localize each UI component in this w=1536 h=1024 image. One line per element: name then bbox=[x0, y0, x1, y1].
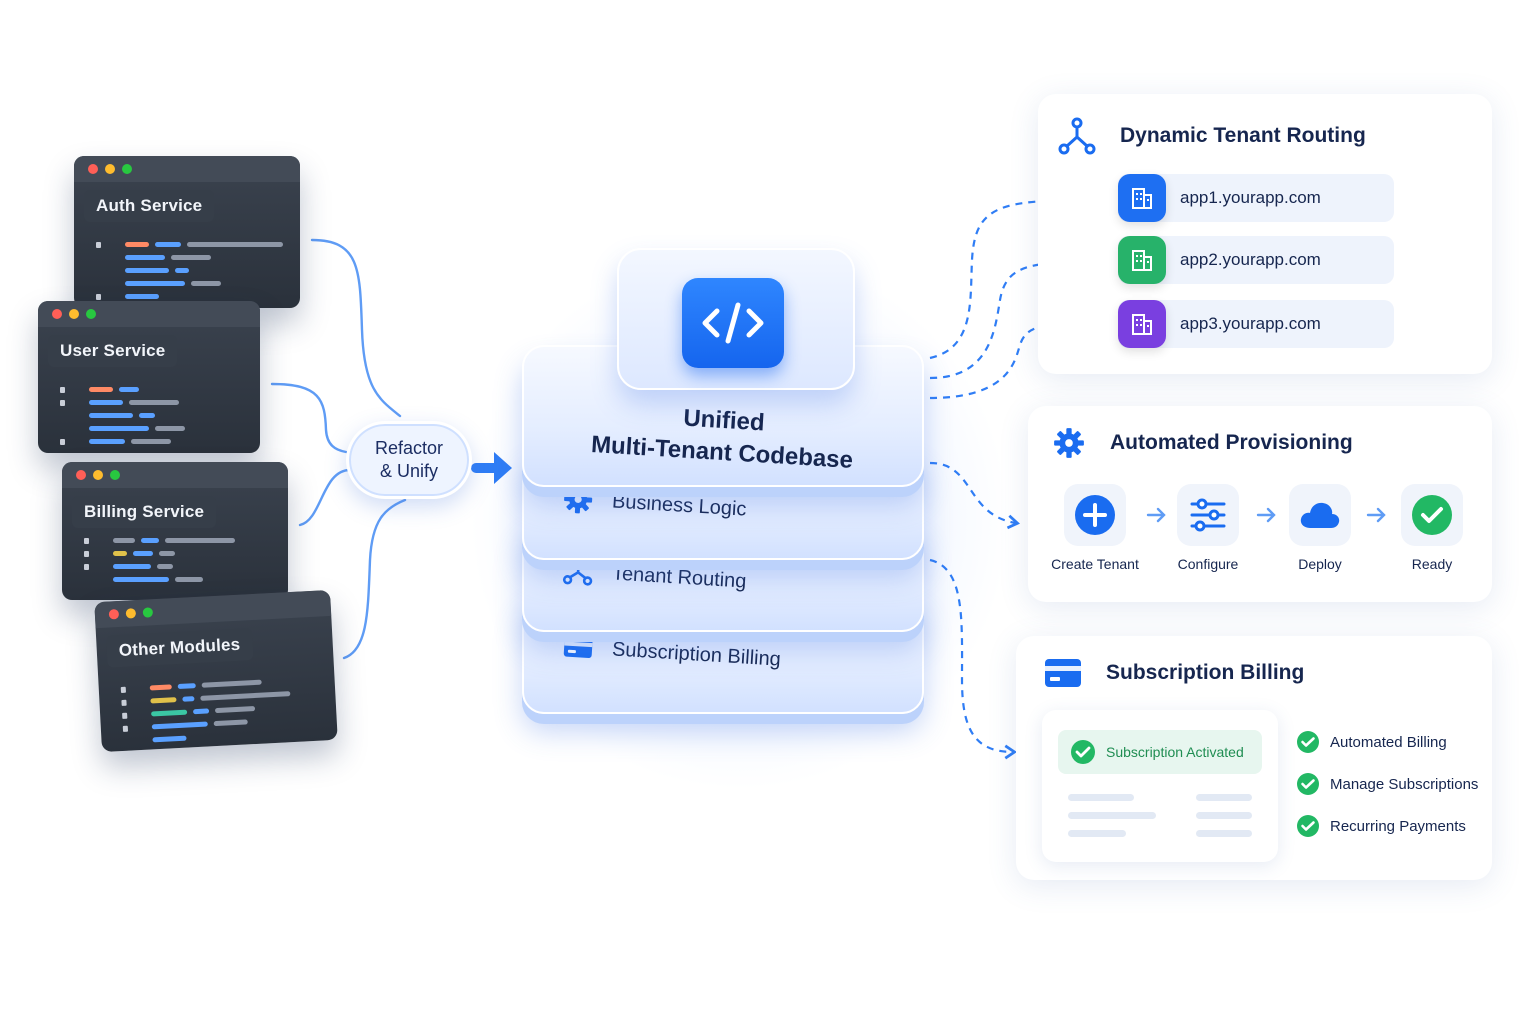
feature-label: Manage Subscriptions bbox=[1330, 775, 1479, 793]
code-lines bbox=[84, 534, 235, 586]
maximize-dot-icon bbox=[110, 470, 120, 480]
tenant-domain: app3.yourapp.com bbox=[1180, 314, 1321, 333]
service-title: Other Modules bbox=[106, 628, 254, 668]
status-text: Subscription Activated bbox=[1106, 744, 1244, 760]
layer-label: Business Logic bbox=[611, 489, 748, 521]
cloud-icon bbox=[1300, 502, 1340, 528]
code-badge bbox=[682, 278, 784, 368]
placeholder-line bbox=[1196, 794, 1252, 801]
window-titlebar bbox=[74, 156, 300, 182]
window-titlebar bbox=[62, 462, 288, 488]
refactor-line2: & Unify bbox=[379, 461, 439, 481]
feature-item: Recurring Payments bbox=[1296, 814, 1466, 838]
placeholder-line bbox=[1068, 830, 1126, 837]
arrow-right-icon bbox=[1146, 507, 1166, 523]
maximize-dot-icon bbox=[86, 309, 96, 319]
panel-header: Automated Provisioning bbox=[1052, 426, 1353, 460]
service-title: Auth Service bbox=[84, 190, 215, 222]
core-title: Unified Multi-Tenant Codebase bbox=[522, 393, 923, 481]
panel-tenant-routing: Dynamic Tenant Routing app1.yourapp.com … bbox=[1038, 94, 1492, 374]
gear-icon bbox=[1054, 428, 1084, 458]
refactor-line1: Refactor bbox=[374, 438, 444, 458]
minimize-dot-icon bbox=[105, 164, 115, 174]
close-dot-icon bbox=[88, 164, 98, 174]
close-dot-icon bbox=[52, 309, 62, 319]
layer-label: Tenant Routing bbox=[611, 561, 748, 593]
network-icon bbox=[1058, 117, 1096, 155]
service-window-user: User Service bbox=[38, 301, 260, 453]
panel-title: Subscription Billing bbox=[1106, 661, 1305, 684]
feature-item: Manage Subscriptions bbox=[1296, 772, 1478, 796]
step-deploy: Deploy bbox=[1275, 484, 1365, 572]
maximize-dot-icon bbox=[122, 164, 132, 174]
service-window-other: Other Modules bbox=[94, 589, 338, 753]
placeholder-line bbox=[1196, 830, 1252, 837]
gear-icon bbox=[564, 485, 593, 514]
placeholder-line bbox=[1068, 812, 1156, 819]
status-badge: Subscription Activated bbox=[1058, 730, 1262, 774]
step-label: Create Tenant bbox=[1051, 556, 1139, 572]
step-label: Configure bbox=[1177, 556, 1239, 572]
panel-title: Dynamic Tenant Routing bbox=[1120, 124, 1366, 147]
step-ready: Ready bbox=[1387, 484, 1477, 572]
building-icon bbox=[1118, 174, 1166, 222]
credit-card-icon bbox=[1045, 659, 1081, 687]
tenant-route-item: app1.yourapp.com bbox=[1118, 174, 1394, 222]
service-title: User Service bbox=[48, 335, 178, 367]
check-icon bbox=[1297, 815, 1319, 837]
service-window-billing: Billing Service bbox=[62, 462, 288, 600]
refactor-unify-node: Refactor & Unify bbox=[346, 421, 472, 499]
code-lines bbox=[96, 238, 283, 303]
step-configure: Configure bbox=[1163, 484, 1253, 572]
step-label: Deploy bbox=[1298, 556, 1342, 572]
tenant-domain: app2.yourapp.com bbox=[1180, 250, 1321, 269]
tenant-domain: app1.yourapp.com bbox=[1180, 188, 1321, 207]
code-icon bbox=[702, 302, 764, 344]
placeholder-line bbox=[1068, 794, 1134, 801]
code-card bbox=[617, 248, 855, 390]
check-icon bbox=[1297, 773, 1319, 795]
feature-item: Automated Billing bbox=[1296, 730, 1447, 754]
check-icon bbox=[1071, 740, 1095, 764]
close-dot-icon bbox=[108, 609, 120, 620]
service-title: Billing Service bbox=[72, 496, 217, 528]
tenant-route-item: app3.yourapp.com bbox=[1118, 300, 1394, 348]
billing-card: Subscription Activated bbox=[1042, 710, 1278, 862]
layer-label: Subscription Billing bbox=[611, 637, 782, 671]
maximize-dot-icon bbox=[142, 607, 154, 618]
panel-provisioning: Automated Provisioning Create Tenant Con… bbox=[1028, 406, 1492, 602]
minimize-dot-icon bbox=[69, 309, 79, 319]
panel-subscription-billing: Subscription Billing Subscription Activa… bbox=[1016, 636, 1492, 880]
step-label: Ready bbox=[1411, 556, 1453, 572]
building-icon bbox=[1118, 300, 1166, 348]
feature-label: Recurring Payments bbox=[1330, 817, 1466, 835]
arrow-right-icon bbox=[1366, 507, 1386, 523]
minimize-dot-icon bbox=[125, 608, 137, 619]
tenant-route-item: app2.yourapp.com bbox=[1118, 236, 1394, 284]
building-icon bbox=[1118, 236, 1166, 284]
step-create-tenant: Create Tenant bbox=[1050, 484, 1140, 572]
credit-card-icon bbox=[563, 636, 593, 658]
plus-icon bbox=[1075, 495, 1115, 535]
arrow-right-icon bbox=[1256, 507, 1276, 523]
panel-title: Automated Provisioning bbox=[1110, 431, 1353, 454]
close-dot-icon bbox=[76, 470, 86, 480]
feature-label: Automated Billing bbox=[1330, 733, 1447, 751]
panel-header: Dynamic Tenant Routing bbox=[1058, 116, 1366, 156]
sliders-icon bbox=[1190, 498, 1226, 532]
service-window-auth: Auth Service bbox=[74, 156, 300, 308]
window-titlebar bbox=[38, 301, 260, 327]
check-icon bbox=[1297, 731, 1319, 753]
code-lines bbox=[120, 674, 292, 748]
code-lines bbox=[60, 383, 185, 448]
placeholder-line bbox=[1196, 812, 1252, 819]
panel-header: Subscription Billing bbox=[1044, 658, 1304, 688]
minimize-dot-icon bbox=[93, 470, 103, 480]
check-icon bbox=[1412, 495, 1452, 535]
